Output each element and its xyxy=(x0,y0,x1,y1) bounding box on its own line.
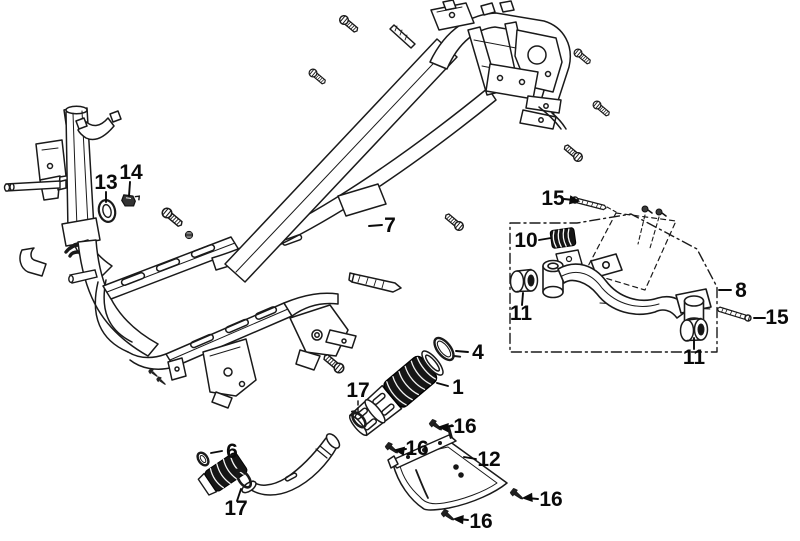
damper-part-10 xyxy=(549,227,577,249)
gasket-ring-part-4 xyxy=(433,336,462,362)
callout-17-lower: 17 xyxy=(224,497,247,520)
callout-7: 7 xyxy=(384,214,396,237)
callout-16-top: 16 xyxy=(453,415,476,438)
nut xyxy=(184,230,194,240)
cover-part-12 xyxy=(387,424,508,511)
bolt-guide-dashed xyxy=(606,206,617,213)
cover-group xyxy=(384,418,526,524)
callout-1: 1 xyxy=(452,376,464,399)
floor-rails xyxy=(77,38,497,409)
callout-10: 10 xyxy=(514,229,537,252)
bolt-part-15-top xyxy=(570,195,608,212)
callout-17-upper: 17 xyxy=(346,379,369,402)
rear-subframe xyxy=(389,0,571,130)
clamp-part-14 xyxy=(121,194,141,207)
pin xyxy=(3,180,61,192)
callout-11-left: 11 xyxy=(510,302,533,325)
grommet-part-13 xyxy=(97,199,117,223)
bushing-part-11-left xyxy=(509,268,539,293)
bellows-part-6 xyxy=(197,452,248,496)
clamp-part-17-lower xyxy=(235,468,253,489)
callout-12: 12 xyxy=(477,448,500,471)
leader-lines xyxy=(105,181,766,524)
hanger-bracket-part-8 xyxy=(542,253,712,329)
assembly-boundary-box xyxy=(509,213,718,353)
bolt-part-15-right xyxy=(715,305,753,323)
intake-duct-group xyxy=(196,336,462,496)
elbow-tube xyxy=(241,433,341,496)
callout-4: 4 xyxy=(472,341,484,364)
screw-part-16 xyxy=(509,487,526,503)
engine-hanger-assembly xyxy=(509,195,753,353)
ring-part-6 xyxy=(196,451,210,467)
callout-16-left: 16 xyxy=(405,437,428,460)
callout-16-right: 16 xyxy=(539,488,562,511)
clamp-part-17-upper xyxy=(350,410,367,429)
small-screw xyxy=(641,205,653,214)
mount-plane-dashed xyxy=(584,212,677,291)
frame-body xyxy=(19,0,571,409)
screw-guides-dashed xyxy=(637,214,660,249)
callout-15-right: 15 xyxy=(765,306,789,329)
callout-16-bottom: 16 xyxy=(469,510,492,533)
small-screw xyxy=(655,208,667,217)
callout-8: 8 xyxy=(735,279,747,302)
callout-6: 6 xyxy=(226,440,238,463)
screw-part-16 xyxy=(440,508,457,524)
loose-fasteners xyxy=(3,13,612,388)
callout-13: 13 xyxy=(94,171,117,194)
callout-15-top: 15 xyxy=(541,187,565,210)
callout-11-right: 11 xyxy=(683,346,706,369)
callout-labels: 13 14 7 15 10 11 8 15 11 4 1 17 16 16 12… xyxy=(94,161,789,533)
callout-14: 14 xyxy=(119,161,143,184)
pin xyxy=(68,269,98,284)
